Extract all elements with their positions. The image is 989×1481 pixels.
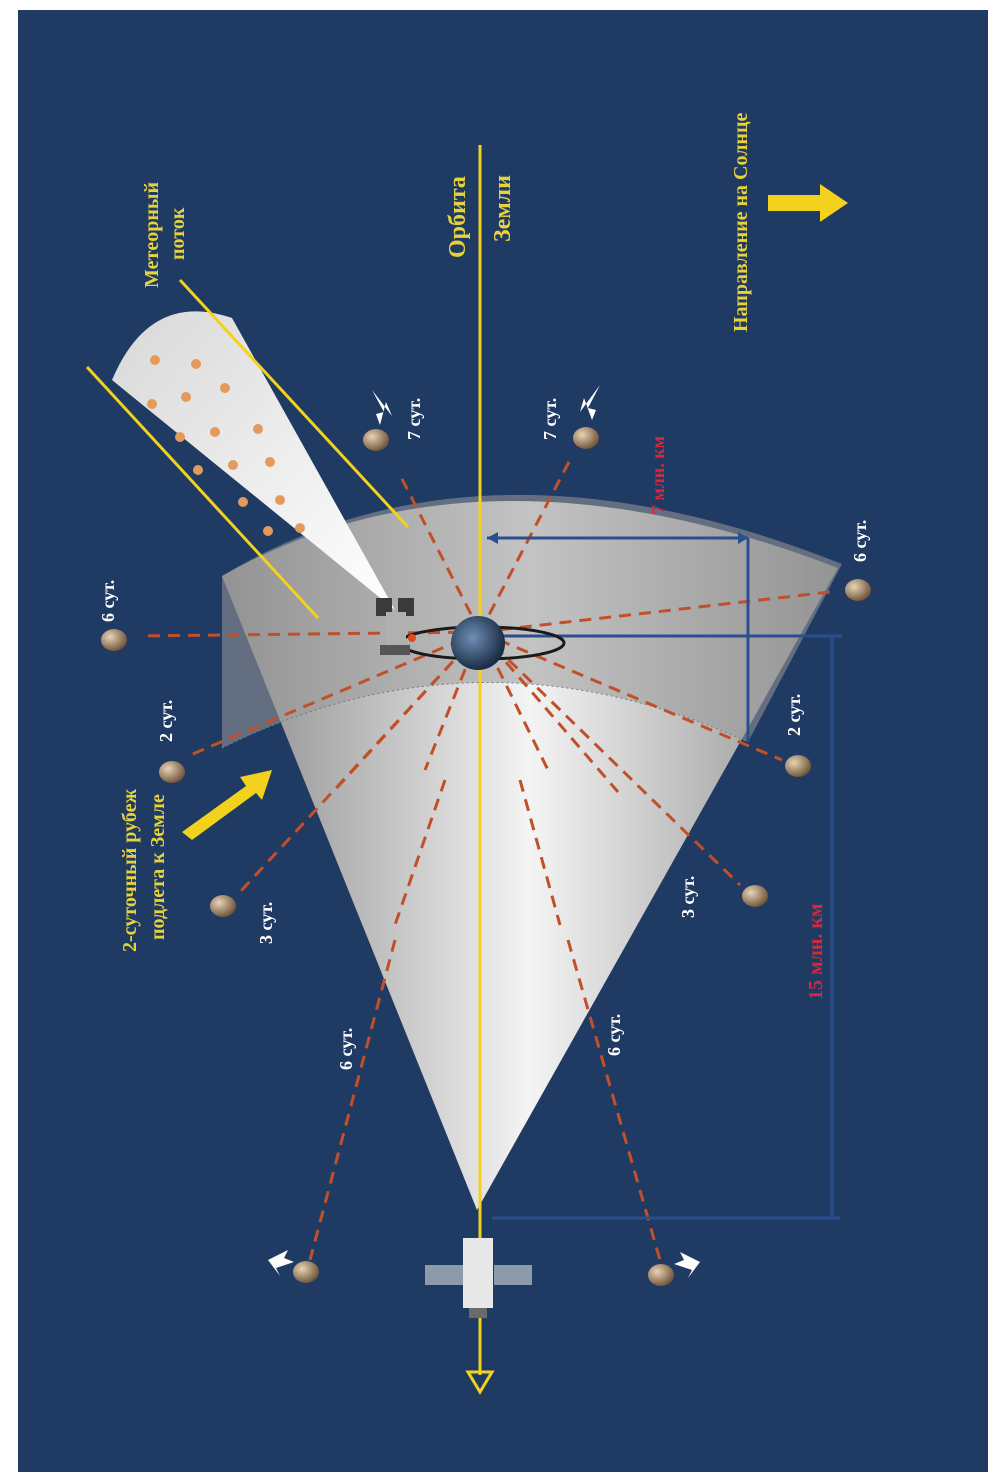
meteor-stream-label-1: Метеорный (141, 182, 163, 288)
meteor-particles (147, 355, 305, 536)
sun-direction-arrow-icon (768, 184, 848, 222)
day-label: 6 сут. (850, 520, 870, 562)
day-label: 2 сут. (784, 694, 804, 736)
two-day-zone (222, 494, 842, 748)
asteroid-icon (293, 1261, 319, 1283)
day-label: 2 сут. (156, 700, 176, 742)
boundary-label-1: 2-суточный рубеж (119, 789, 141, 952)
day-label: 6 сут. (604, 1014, 624, 1056)
earth-orbit-label-2: Земли (490, 175, 516, 242)
asteroid-icon (845, 579, 871, 601)
asteroid-icon (573, 427, 599, 449)
boundary-label-2: подлета к Земле (147, 794, 169, 940)
asteroid-icon (210, 895, 236, 917)
stream-boundary-line-1 (85, 365, 320, 620)
arrowhead-icon (487, 532, 498, 544)
day-label: 7 сут. (540, 398, 560, 440)
earth-icon (451, 616, 505, 670)
distance-7-label: 7 млн. км (648, 436, 668, 514)
asteroid-icon (785, 755, 811, 777)
arrowhead-icon (738, 532, 748, 544)
day-label: 7 сут. (404, 398, 424, 440)
arrow-icon (372, 390, 392, 425)
earth-orbit-label-1: Орбита (445, 176, 471, 258)
boundary-arrow-icon (182, 770, 272, 840)
arrow-icon (580, 385, 600, 420)
asteroid-icon (363, 429, 389, 451)
probe-satellite-icon (425, 1238, 532, 1318)
trajectory-lines (139, 459, 831, 1261)
sun-direction-label: Направление на Солнце (730, 113, 752, 332)
arrow-icon (268, 1250, 294, 1276)
orbit-arrow-icon (465, 1370, 495, 1395)
stream-boundary-line-2 (178, 278, 410, 529)
asteroid-markers (101, 427, 871, 1286)
asteroid-icon (648, 1264, 674, 1286)
satellite-icon (376, 598, 416, 655)
meteor-stream-cone (112, 311, 395, 610)
asteroid-icon (159, 761, 185, 783)
arrow-icon (674, 1252, 700, 1278)
meteor-stream-label-2: поток (167, 207, 189, 260)
day-label: 6 сут. (336, 1028, 356, 1070)
motion-arrows (268, 385, 700, 1278)
day-label: 3 сут. (256, 902, 276, 944)
asteroid-icon (101, 629, 127, 651)
day-label: 3 сут. (678, 876, 698, 918)
asteroid-icon (742, 885, 768, 907)
day-label: 6 сут. (98, 580, 118, 622)
distance-15-label: 15 млн. км (805, 903, 827, 1000)
